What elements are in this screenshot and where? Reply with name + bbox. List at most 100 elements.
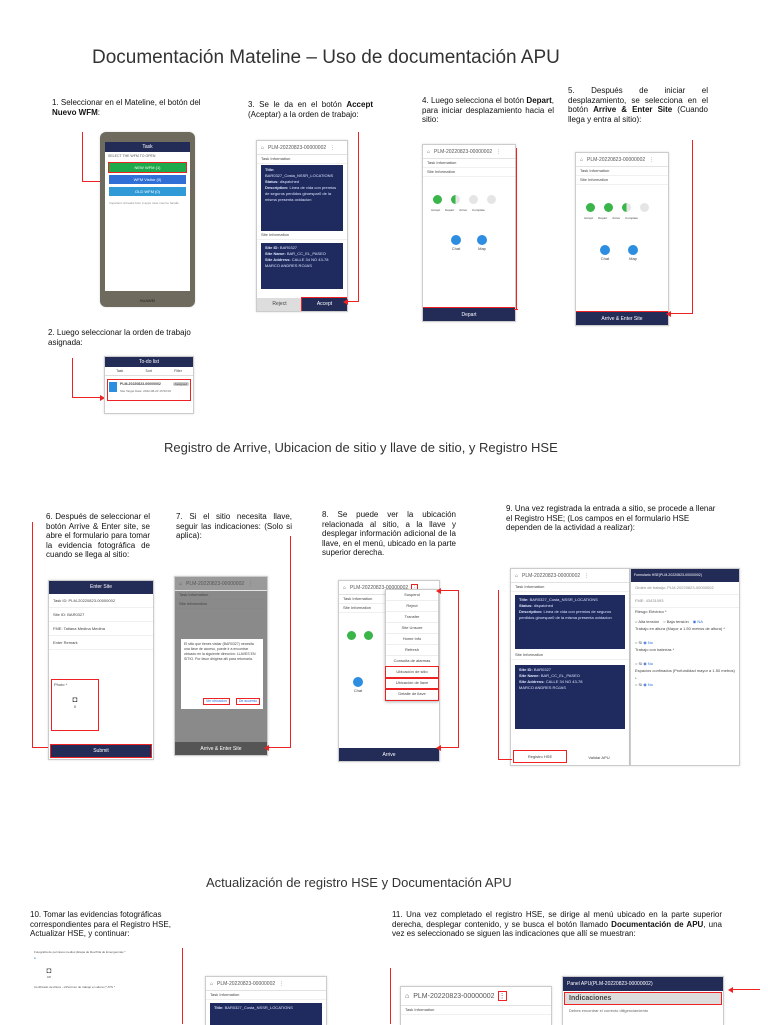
baterias-options[interactable]: ○ Si ◉ No [635,661,653,666]
wfm-label: SELECT THE WFM TO OPEN [108,154,156,158]
connector-line [72,397,100,399]
reject-button[interactable]: Reject [257,298,302,311]
accept-button[interactable]: Accept [301,297,347,311]
submit-button[interactable]: Submit [50,744,152,758]
more-icon[interactable]: ⋮ [330,144,336,151]
camera-icon: ◘ [72,695,78,704]
home-icon[interactable]: ⌂ [515,572,519,579]
phone-brand: HUAWEI [139,298,156,303]
map-button[interactable]: Map [477,235,487,251]
task-info-card: Title: BAR0327_Costa_NSSR_LOCATIONS Stat… [261,165,343,231]
arrive-icon [469,195,478,204]
section-heading-2: Registro de Arrive, Ubicacion de sitio y… [164,440,558,455]
menu-item-home-info[interactable]: Home Info [386,634,438,645]
indicaciones-tab[interactable]: Indicaciones [564,992,722,1005]
de-acuerdo-button[interactable]: De acuerdo [235,698,260,705]
old-wfm-button[interactable]: OLD WFM (0) [109,187,186,196]
step-9-text: 9. Una vez registrada la entrada a sitio… [506,504,716,532]
check-icon [347,631,356,640]
tab-task[interactable]: Task [116,369,124,373]
arrow-left-icon [343,299,348,305]
hse-altura-label: Trabajo en altura (Mayor a 1.50 metros d… [635,626,725,631]
wfm-visitor-button[interactable]: WFM Visitor (0) [109,175,186,184]
depart-button[interactable]: Depart [423,307,515,321]
arrow-left-icon [666,311,671,317]
arrive-enter-site-button[interactable]: Arrive & Enter Site [576,311,668,325]
menu-screenshot: ⌂PLM-20220823-00000002⋮ Task Information… [338,580,440,762]
menu-item-alarmas[interactable]: Consulta de alarmas [386,656,438,667]
chat-icon [353,677,363,687]
home-icon[interactable]: ⌂ [343,584,347,591]
connector-line [82,132,84,182]
task-list-item[interactable]: PLM-20220823-00000002 Site Target Date: … [107,379,191,401]
hse-photo-label-2: Certificado de Altura - s/Permiso de tra… [34,985,115,989]
progress-steps [433,195,496,204]
altura-options[interactable]: ○ Si ◉ No [635,640,653,645]
tab-sort[interactable]: Sort [145,369,152,373]
chat-button[interactable]: Chat [353,677,363,693]
more-icon[interactable]: ⋮ [279,980,285,987]
registro-hse-button[interactable]: Registro HSE [513,750,567,763]
menu-item-reject[interactable]: Reject [386,601,438,612]
chat-button[interactable]: Chat [451,235,461,251]
new-wfm-button[interactable]: NEW WFM (1) [108,162,187,173]
site-info-label: Site Information [576,176,668,185]
more-icon[interactable]: ⋮ [497,991,507,1001]
menu-item-ubicacion-sitio[interactable]: Ubicación de sitio [385,666,439,679]
home-icon[interactable]: ⌂ [427,148,431,155]
depart-icon [364,631,373,640]
todo-list-screenshot: To-do list Task Sort Filter PLM-20220823… [104,356,194,414]
connector-line [347,301,359,303]
tab-filter[interactable]: Filter [174,369,182,373]
ver-ubicacion-button[interactable]: Ver ubicacion [203,698,231,705]
enter-site-header: Enter Site [49,581,153,594]
step-2-text: 2. Luego seleccionar la orden de trabajo… [48,328,191,347]
hse-fme-field: FME: 43431093 [631,595,739,608]
camera-icon[interactable]: ◘ [46,966,52,975]
connector-line [390,968,392,1024]
complete-icon [487,195,496,204]
home-icon[interactable]: ⌂ [210,980,214,987]
menu-item-ubicacion-llave[interactable]: Ubicación de llave [385,677,439,690]
arrive-enter-site-button[interactable]: Arrive & Enter Site [175,742,267,755]
connector-line [498,759,512,761]
remark-input[interactable]: Enter Remark [49,636,153,650]
validar-apu-button[interactable]: Validar APU [588,755,610,760]
menu-item-detalle-llave[interactable]: Detalle de llave [385,688,439,701]
apu-panel-screenshot: Panel APU(PLM-20220823-00000002) Indicac… [562,976,724,1025]
hse-confinados-label: Espacios confinados (Profundidad mayor a… [635,668,735,681]
task-info-card: Title: BAR0327_Costa_NSSR_LOCATIONS Stat… [515,595,625,649]
more-icon[interactable]: ⋮ [584,572,590,579]
more-icon[interactable]: ⋮ [248,580,254,587]
connector-line [32,522,34,748]
home-icon[interactable]: ⌂ [405,992,410,1000]
home-icon[interactable]: ⌂ [261,144,265,151]
arrive-button[interactable]: Arrive [339,748,439,761]
chat-button[interactable]: Chat [600,245,610,261]
phone-wfm-screenshot: Task SELECT THE WFM TO OPEN NEW WFM (1) … [100,132,195,307]
more-icon[interactable]: ⋮ [411,583,419,592]
confinados-options[interactable]: ○ Si ◉ No [635,682,653,687]
more-icon[interactable]: ⋮ [649,156,655,163]
connector-line [72,358,74,398]
riesgo-options[interactable]: ○ Alta tensión○ Baja tensión◉ NA [635,619,703,624]
apu-task-screenshot: ⌂PLM-20220823-00000002⋮ Task Information [400,986,552,1025]
task-info-label: Task Information [401,1006,551,1015]
order-id: PLM-20220823-00000002 [413,992,495,1000]
step-7-text: 7. Si el sitio necesita llave, seguir la… [176,512,292,540]
menu-item-suspend[interactable]: Suspend [386,590,438,601]
menu-item-site-unsure[interactable]: Site Unsure [386,623,438,634]
home-icon[interactable]: ⌂ [179,580,183,587]
menu-item-transfer[interactable]: Transfer [386,612,438,623]
order-id: PLM-20220823-00000002 [522,572,581,579]
map-button[interactable]: Map [628,245,638,261]
hse-photo-label-1: Fotografía de permisos medios (Etapa de … [34,950,126,954]
more-icon[interactable]: ⋮ [496,148,502,155]
menu-item-refresh[interactable]: Refresh [386,645,438,656]
hse-photos-screenshot: Fotografía de permisos medios (Etapa de … [34,950,130,1024]
connector-line [290,536,292,748]
home-icon[interactable]: ⌂ [580,156,584,163]
site-info-label: Site Information [423,168,515,177]
connector-line [440,747,459,749]
photo-upload[interactable]: Photo * ◘ 0 [51,679,99,731]
